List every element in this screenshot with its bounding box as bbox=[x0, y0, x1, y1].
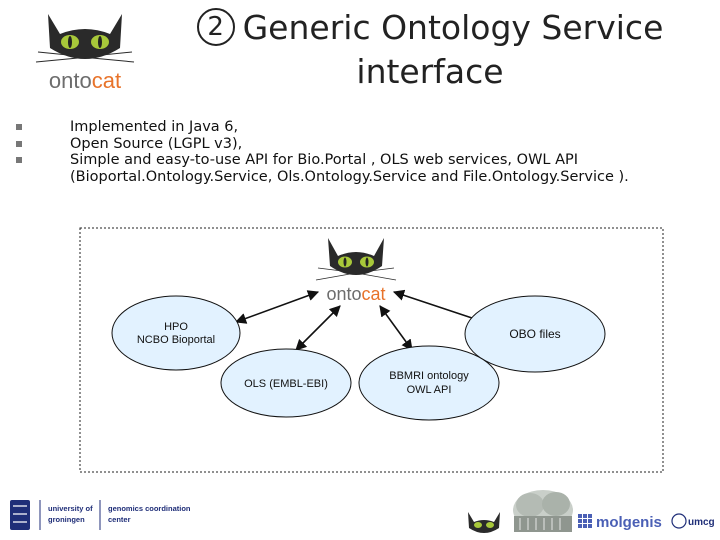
bullet-item-continuation: (Bioportal.Ontology.Service, Ols.Ontolog… bbox=[70, 168, 629, 185]
center-logo-text-cat: cat bbox=[362, 284, 386, 304]
arrow-obo bbox=[392, 289, 486, 325]
university-crest-icon bbox=[10, 500, 30, 530]
footer-umcg-logo: umcg bbox=[671, 513, 715, 529]
svg-text:center: center bbox=[108, 515, 131, 524]
svg-text:OLS (EMBL-EBI): OLS (EMBL-EBI) bbox=[244, 378, 328, 390]
footer-ontocat-logo bbox=[468, 512, 500, 533]
ontocat-logo: ontocat bbox=[35, 14, 135, 93]
footer-molgenis-logo: molgenis bbox=[578, 514, 662, 531]
bullet-list: Implemented in Java 6, Open Source (LGPL… bbox=[16, 119, 706, 185]
cat-head-icon bbox=[328, 238, 384, 275]
logo-text-cat: cat bbox=[92, 68, 121, 93]
svg-text:molgenis: molgenis bbox=[596, 514, 662, 531]
footer-university-logo: university of groningen genomics coordin… bbox=[10, 500, 191, 530]
bullet-marker-icon bbox=[16, 157, 22, 163]
arrow-hpo bbox=[234, 290, 320, 324]
bullet-item: Implemented in Java 6, bbox=[16, 119, 706, 136]
umcg-emblem-icon bbox=[671, 513, 687, 529]
arrow-bbmri bbox=[379, 305, 413, 351]
title-line-1: Generic Ontology Service bbox=[242, 8, 664, 47]
svg-text:umcg: umcg bbox=[688, 517, 715, 528]
title-number-badge: 2 bbox=[196, 8, 235, 46]
svg-text:BBMRI ontology: BBMRI ontology bbox=[389, 370, 469, 382]
svg-text:ontocat: ontocat bbox=[49, 68, 121, 93]
svg-text:HPO: HPO bbox=[164, 321, 188, 333]
bullet-marker-icon bbox=[16, 124, 22, 130]
diagram-frame bbox=[79, 227, 664, 473]
bullet-item: Open Source (LGPL v3), bbox=[16, 136, 706, 153]
ontocat-center-logo: ontocat bbox=[315, 238, 397, 304]
logo-text-onto: onto bbox=[49, 68, 92, 93]
footer-building-image bbox=[513, 490, 573, 532]
svg-text:university of: university of bbox=[48, 504, 93, 513]
svg-text:OWL API: OWL API bbox=[407, 384, 452, 396]
molgenis-grid-icon bbox=[578, 514, 592, 528]
bullet-marker-icon bbox=[16, 140, 22, 147]
svg-text:groningen: groningen bbox=[48, 515, 85, 524]
cat-whiskers-icon bbox=[35, 51, 135, 63]
node-hpo: HPO NCBO Bioportal bbox=[111, 295, 241, 371]
node-ols: OLS (EMBL-EBI) bbox=[220, 348, 352, 418]
svg-text:OBO files: OBO files bbox=[509, 327, 560, 341]
bullet-item: Simple and easy-to-use API for Bio.Porta… bbox=[16, 152, 706, 169]
center-logo-text-onto: onto bbox=[326, 284, 361, 304]
svg-text:genomics coordination: genomics coordination bbox=[108, 504, 191, 513]
arrow-ols bbox=[295, 305, 341, 351]
svg-text:NCBO Bioportal: NCBO Bioportal bbox=[137, 334, 215, 346]
svg-text:ontocat: ontocat bbox=[326, 284, 385, 304]
connection-arrows bbox=[234, 289, 486, 351]
title-line-2: interface bbox=[356, 52, 504, 91]
node-bbmri: BBMRI ontology OWL API bbox=[358, 345, 500, 421]
node-obo-files: OBO files bbox=[464, 295, 606, 373]
